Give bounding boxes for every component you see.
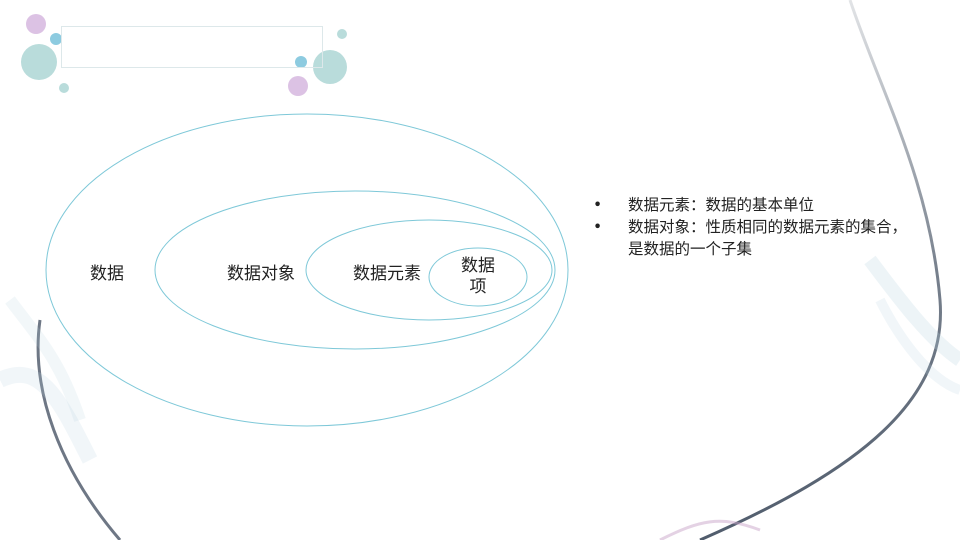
bullet-marker: • [593,196,603,214]
ellipse-data-element [305,219,553,321]
label-data-item-line1: 数据 [461,256,495,276]
bullet-marker: • [593,218,603,236]
ellipse-data-item [428,247,528,307]
circle-teal-large [21,44,57,80]
bullet-item: • 数据对象：性质相同的数据元素的集合， 是数据的一个子集 [593,216,953,260]
bullet-text-line2: 是数据的一个子集 [628,240,753,258]
bullet-text-line1: 数据对象：性质相同的数据元素的集合， [628,218,908,236]
bullet-text: 数据元素：数据的基本单位 [628,196,815,214]
label-data-object: 数据对象 [227,264,295,284]
circle-purple-right [288,76,308,96]
label-data-item-line2: 项 [469,277,487,297]
label-data-item: 数据 项 [459,256,497,298]
ellipse-data-object [154,190,556,350]
decorative-circles [21,14,347,96]
circle-purple-large [26,14,46,34]
circle-teal-tiny [59,83,69,93]
label-data: 数据 [90,264,124,284]
bullet-item: • 数据元素：数据的基本单位 [593,194,953,216]
title-placeholder-box [61,26,323,68]
ellipse-data [45,113,569,427]
circle-blue-right [295,56,307,68]
circle-teal-right-tiny [337,29,347,39]
circle-teal-right [313,50,347,84]
definition-list: • 数据元素：数据的基本单位 • 数据对象：性质相同的数据元素的集合， 是数据的… [593,194,953,260]
label-data-element: 数据元素 [353,264,421,284]
circle-blue-small [50,33,62,45]
